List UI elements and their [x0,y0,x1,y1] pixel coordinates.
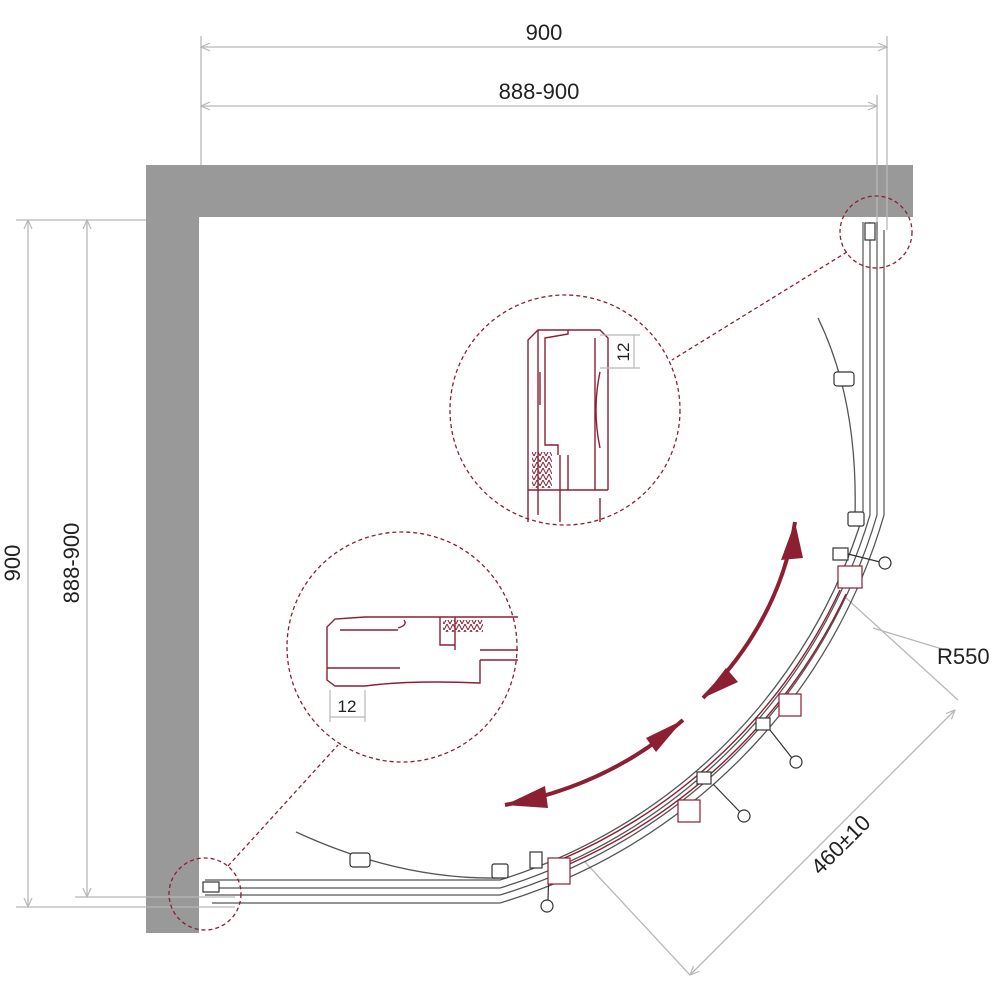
hardware [349,371,892,913]
arrow-head-up [781,522,803,560]
bottom-left-bracket [202,881,220,893]
dim-top-inner: 888-900 [499,79,580,104]
dim-door-opening: 460±10 [806,810,875,879]
roller [833,371,855,387]
detail-left-size: 12 [338,697,357,716]
arrow-head-right [646,720,683,752]
double-arrow-icon [504,718,685,807]
dim-radius: R550 [937,644,990,669]
roller [847,511,865,527]
roller [349,852,371,868]
dim-left-outer: 900 [0,545,25,582]
dimension-lines [16,36,959,975]
callout-circle-top-right [839,195,913,269]
callouts: 12 12 [168,195,913,931]
knob-bottom-left [529,851,571,913]
left-wall [146,165,199,933]
slide-arrows [504,521,803,808]
knob-top-right [832,547,892,589]
detail-top-size: 12 [614,343,633,362]
roller [491,863,509,879]
top-wall [146,165,913,217]
dim-top-outer: 900 [526,20,563,45]
door-hardware-1 [755,693,803,769]
top-right-bracket [864,222,876,241]
door-hardware-2 [677,771,751,823]
arrow-head-down [703,668,738,698]
dim-left-inner: 888-900 [59,523,84,604]
arrow-head-left [505,786,548,808]
double-arrow-icon [701,521,797,700]
callout-circle-bottom-left [168,857,242,931]
walls [146,165,913,933]
detail-top: 12 [449,294,681,526]
detail-left: 12 [286,531,518,763]
